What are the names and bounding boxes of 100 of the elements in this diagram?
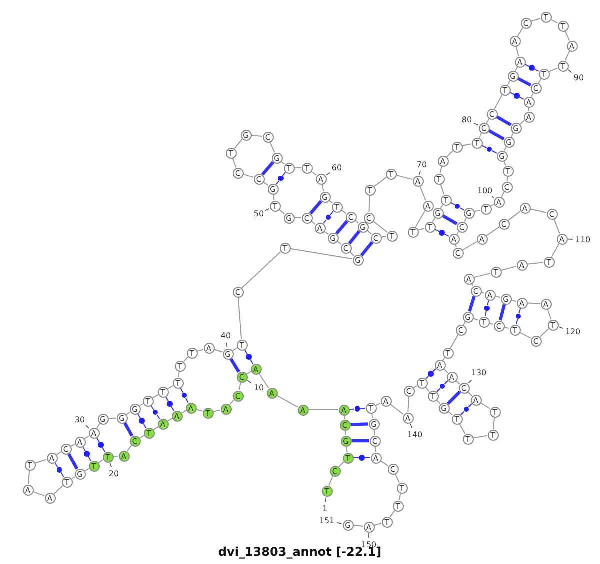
backbone-line (486, 118, 490, 124)
base-pair-line (426, 376, 430, 380)
position-number: 151 (319, 516, 335, 526)
base-pair-line (185, 398, 189, 404)
backbone-line (344, 415, 346, 420)
base-pair-line (323, 219, 328, 224)
base-pair-dot (484, 306, 490, 312)
base-pair-line (360, 408, 366, 410)
backbone-line (178, 371, 180, 378)
backbone-line (372, 413, 374, 419)
base-pair-dot (514, 93, 520, 99)
backbone-line (322, 184, 324, 192)
base-pair-line (468, 296, 476, 312)
base-pair-dot (182, 392, 188, 398)
backbone-line (54, 485, 64, 495)
backbone-line (440, 184, 445, 196)
backbone-line (527, 302, 541, 304)
backbone-line (232, 348, 238, 352)
base-pair-line (518, 308, 522, 314)
backbone-line (520, 120, 526, 125)
base-pair-line (102, 447, 106, 453)
base-pair-line (484, 310, 487, 317)
base-pair-line (492, 150, 498, 154)
backbone-line (420, 186, 426, 202)
backbone-line (374, 176, 387, 188)
position-number: 1 (322, 504, 328, 514)
backbone-line (547, 308, 552, 320)
backbone-line (442, 357, 446, 361)
backbone-line (501, 266, 517, 272)
base-pair-dot (84, 451, 90, 457)
base-pair-line (460, 411, 465, 416)
base-pair-dot (167, 401, 173, 407)
base-pair-line (250, 359, 254, 365)
backbone-line (520, 332, 532, 339)
base-pair-dot (278, 176, 284, 182)
position-number: 110 (575, 236, 591, 244)
backbone-line (98, 460, 104, 464)
backbone-line (276, 395, 298, 408)
backbone-line (540, 328, 550, 338)
backbone-line (508, 210, 521, 222)
base-pair-line (143, 423, 147, 429)
base-pair-line (352, 439, 370, 443)
backbone-line (139, 435, 145, 439)
base-pair-line (442, 214, 458, 226)
backbone-line (234, 138, 243, 150)
backbone-line (462, 241, 478, 251)
backbone-line (273, 194, 275, 201)
backbone-line (494, 94, 503, 110)
base-pair-line (230, 358, 240, 373)
diagram-title: dvi_13803_annot [-22.1] (218, 545, 382, 559)
base-pair-dot (529, 65, 535, 71)
backbone-line (462, 144, 472, 146)
backbone-line (459, 424, 466, 434)
backbone-line (368, 195, 370, 213)
position-number: 140 (407, 430, 423, 440)
backbone-line (32, 491, 46, 497)
backbone-line (346, 446, 348, 453)
backbone-line (374, 523, 382, 526)
backbone-line (548, 68, 558, 72)
backbone-line (96, 423, 100, 429)
backbone-line (440, 166, 442, 174)
backbone-line (564, 30, 570, 42)
backbone-line (251, 135, 263, 137)
base-pair-line (496, 115, 512, 127)
backbone-line (530, 208, 547, 214)
backbone-line (344, 430, 346, 436)
position-number: 60 (332, 164, 342, 172)
backbone-line (390, 404, 404, 415)
backbone-line (380, 460, 389, 466)
backbone-line (152, 394, 159, 399)
backbone-line (517, 27, 524, 37)
base-pair-line (488, 129, 505, 141)
position-number: 80 (462, 116, 472, 124)
backbone-line (528, 107, 530, 112)
base-pair-line (498, 304, 506, 321)
backbone-line (338, 462, 344, 468)
base-pair-line (517, 77, 532, 87)
backbone-line (139, 404, 144, 406)
backbone-line (242, 174, 254, 178)
backbone-line (554, 218, 560, 234)
position-number: 100 (477, 186, 493, 196)
backbone-line (480, 402, 491, 410)
backbone-line (56, 452, 62, 456)
base-pair-dot (439, 230, 445, 236)
backbone-line (507, 80, 511, 86)
base-pair-line (171, 406, 175, 412)
backbone-line (214, 349, 224, 353)
base-pair-line (67, 453, 79, 470)
backbone-line (108, 418, 117, 420)
backbone-line (551, 243, 560, 258)
position-number: 120 (565, 328, 581, 336)
base-pair-line (336, 220, 348, 235)
base-pair-line (330, 210, 334, 216)
backbone-line (84, 468, 90, 472)
position-number: 130 (471, 368, 487, 378)
backbone-line (432, 217, 436, 223)
base-pair-line (282, 172, 286, 177)
backbone-line (474, 210, 481, 212)
base-pair-dot (359, 455, 365, 461)
backbone-line (242, 251, 282, 289)
